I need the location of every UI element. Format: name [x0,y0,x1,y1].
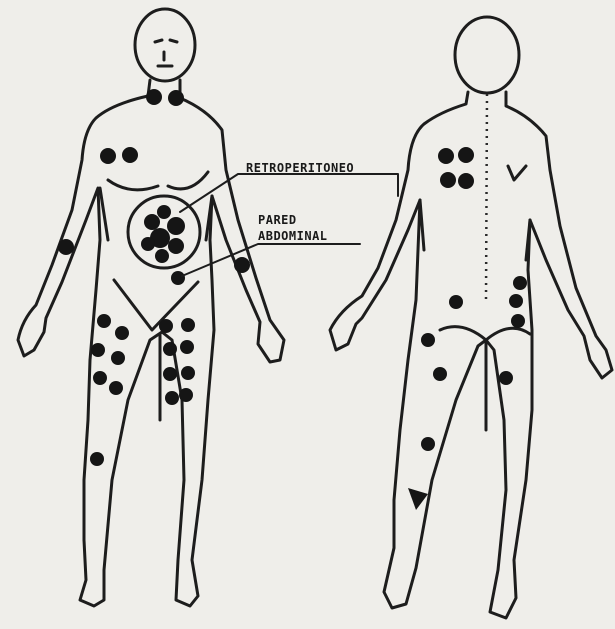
back-head [455,17,519,93]
back-arm-inner-left [420,200,424,250]
leader-pared [182,244,360,276]
back-v-mark [508,166,526,180]
mark-abdominal-wall [171,271,185,285]
back-figure [330,17,612,618]
annotations: RETROPERITONEO PARED ABDOMINAL [180,161,398,276]
back-body-outline [330,92,612,618]
front-marks [58,89,250,466]
front-head [135,9,195,81]
front-body-outline [18,80,284,606]
label-pared: PARED [258,213,297,227]
back-buttocks [440,327,530,340]
mark-chest-2 [122,147,138,163]
front-face [155,40,177,66]
mark-arm-right [234,257,250,273]
mark-chest-1 [100,148,116,164]
mark-arm-left [58,239,74,255]
mark-neck-left [146,89,162,105]
front-chest [108,172,208,190]
label-retroperitoneo: RETROPERITONEO [246,161,354,175]
mark-neck-right [168,90,184,106]
retroperitoneal-marks [141,205,185,263]
front-figure [18,9,284,606]
label-abdominal: ABDOMINAL [258,229,328,243]
back-spine [486,94,487,300]
